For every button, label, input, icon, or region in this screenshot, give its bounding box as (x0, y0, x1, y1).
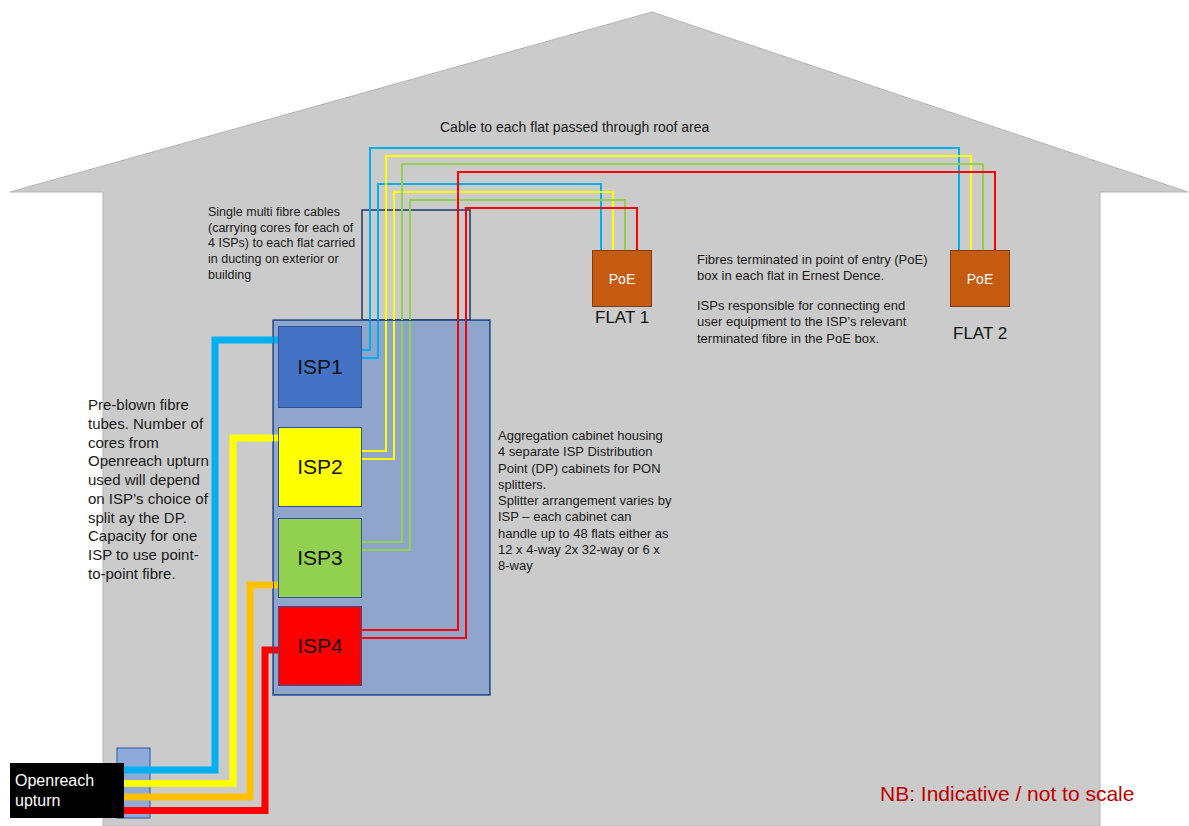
duct-note: Single multi fibre cables (carrying core… (208, 205, 358, 283)
cabinet-note: Aggregation cabinet housing 4 separate I… (498, 428, 673, 493)
tube-note: Pre-blown fibre tubes. Number of cores f… (88, 396, 210, 584)
openreach-upturn: Openreach upturn (10, 763, 124, 818)
poe-box: PoEFLAT 1 (592, 250, 652, 307)
building-outline (10, 12, 1188, 826)
flat-name: FLAT 1 (595, 308, 649, 328)
fibre-cable (362, 192, 613, 459)
fibre-cable (362, 172, 995, 630)
isp-label: ISP3 (297, 545, 343, 570)
roof-note: Cable to each flat passed through roof a… (440, 119, 760, 137)
isp-label: ISP4 (297, 633, 343, 658)
poe-note: Fibres terminated in point of entry (PoE… (697, 252, 937, 285)
isp-label: ISP1 (297, 354, 343, 379)
isp-cabinet: ISP4 (278, 606, 362, 686)
poe-box: PoEFLAT 2 (950, 250, 1010, 307)
isp-note: ISPs responsible for connecting end user… (697, 298, 927, 347)
cabinet-caption: Aggregation cabinet housing 4 separate I… (498, 428, 673, 574)
poe-label: PoE (967, 271, 993, 287)
isp-cabinet: ISP2 (278, 427, 362, 507)
cabinet-note: Splitter arrangement varies by ISP – eac… (498, 493, 673, 574)
scale-note: NB: Indicative / not to scale (880, 781, 1180, 807)
upturn-label: Openreach upturn (15, 771, 119, 809)
aggregation-cabinet: Aggregation cabinet housing 4 separate I… (273, 320, 490, 695)
fibre-cable (362, 184, 601, 358)
isp-label: ISP2 (297, 454, 343, 479)
isp-cabinet: ISP3 (278, 518, 362, 598)
fibre-cable (362, 164, 983, 542)
fibre-tube (124, 650, 278, 811)
flat-name: FLAT 2 (953, 324, 1007, 344)
fibre-tube (124, 585, 278, 797)
poe-label: PoE (609, 271, 635, 287)
isp-cabinet: ISP1 (278, 326, 362, 408)
